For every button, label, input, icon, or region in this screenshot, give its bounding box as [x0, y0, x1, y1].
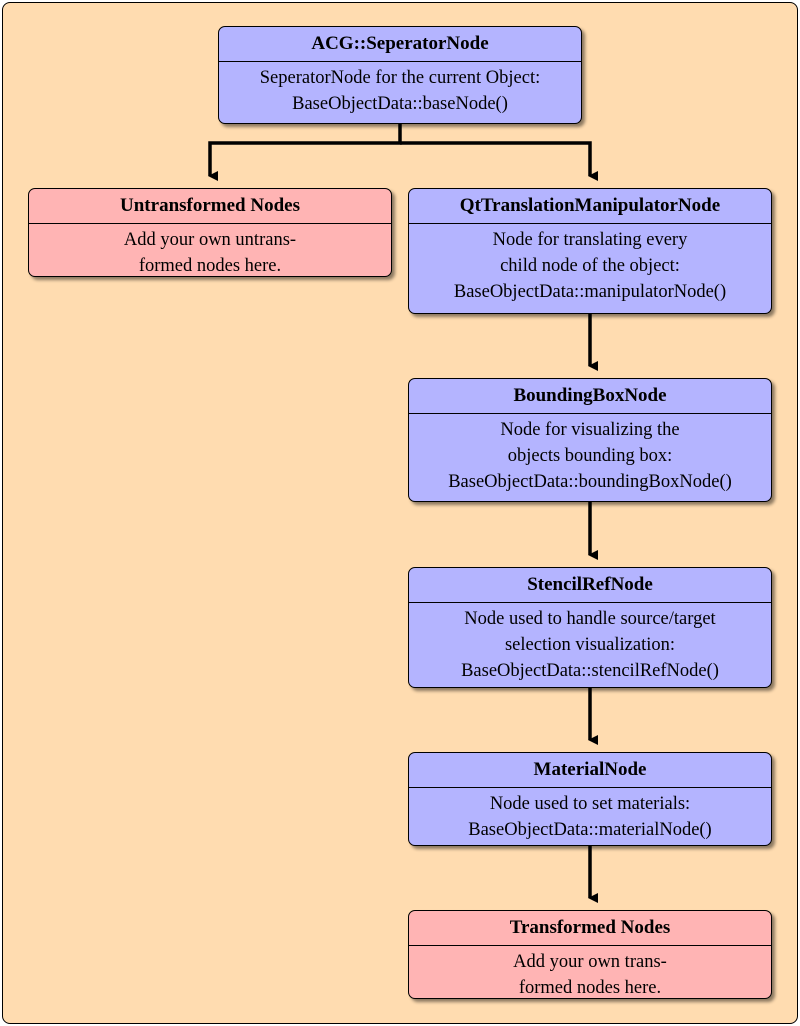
node-description: SeperatorNode for the current Object: Ba… — [219, 62, 581, 117]
node-title: MaterialNode — [409, 753, 771, 788]
arrow-seperator-to-qt-translation — [400, 141, 598, 181]
node-text-line: BaseObjectData::materialNode() — [468, 820, 712, 840]
node-title: Untransformed Nodes — [29, 189, 391, 224]
node-description: Node for visualizing the objects boundin… — [409, 414, 771, 495]
stencil-ref-node: StencilRefNode Node used to handle sourc… — [408, 567, 772, 688]
node-text-line: Node used to handle source/target — [464, 609, 716, 629]
transformed-nodes-node: Transformed Nodes Add your own trans- fo… — [408, 910, 772, 999]
node-text-line: formed nodes here. — [518, 978, 662, 998]
node-text-line: BaseObjectData::baseNode() — [292, 94, 508, 114]
node-title: QtTranslationManipulatorNode — [409, 189, 771, 224]
node-text-line: selection visualization: — [504, 635, 676, 655]
node-title: ACG::SeperatorNode — [219, 27, 581, 62]
node-description: Add your own trans- formed nodes here. — [409, 946, 771, 998]
node-title: BoundingBoxNode — [409, 379, 771, 414]
node-text-line: Node for translating every — [492, 230, 688, 250]
material-node: MaterialNode Node used to set materials:… — [408, 752, 772, 846]
arrow-seperator-to-untransformed — [208, 124, 402, 181]
node-description: Node used to set materials: BaseObjectDa… — [409, 788, 771, 843]
node-text-line: BaseObjectData::boundingBoxNode() — [448, 472, 732, 492]
acg-seperator-node: ACG::SeperatorNode SeperatorNode for the… — [218, 26, 582, 124]
node-text-line: Node used to set materials: — [489, 794, 691, 814]
node-text-line: Node for visualizing the — [500, 420, 680, 440]
node-text-line: formed nodes here. — [138, 256, 282, 276]
node-text-line: objects bounding box: — [507, 446, 673, 466]
node-description: Add your own untrans- formed nodes here. — [29, 224, 391, 276]
node-description: Node for translating every child node of… — [409, 224, 771, 305]
node-text-line: Add your own untrans- — [123, 230, 297, 250]
untransformed-nodes-node: Untransformed Nodes Add your own untrans… — [28, 188, 392, 277]
node-text-line: BaseObjectData::manipulatorNode() — [453, 282, 727, 302]
node-title: StencilRefNode — [409, 568, 771, 603]
node-text-line: child node of the object: — [500, 256, 680, 276]
node-text-line: BaseObjectData::stencilRefNode() — [461, 661, 719, 681]
node-text-line: Add your own trans- — [513, 952, 667, 972]
node-title: Transformed Nodes — [409, 911, 771, 946]
node-description: Node used to handle source/target select… — [409, 603, 771, 684]
qt-translation-manipulator-node: QtTranslationManipulatorNode Node for tr… — [408, 188, 772, 314]
bounding-box-node: BoundingBoxNode Node for visualizing the… — [408, 378, 772, 502]
node-text-line: SeperatorNode for the current Object: — [259, 68, 541, 88]
